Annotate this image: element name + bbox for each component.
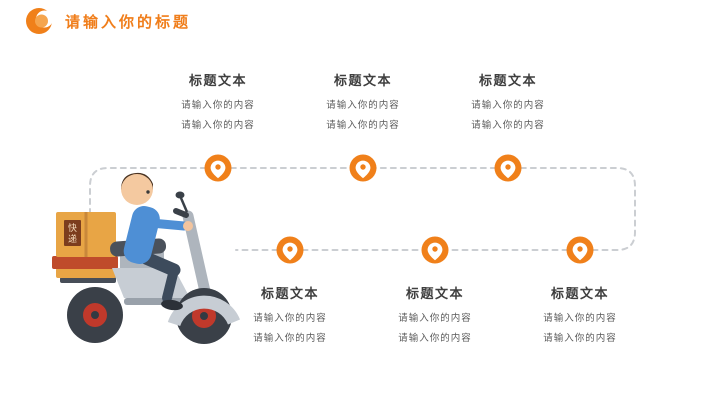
- rider-eye: [146, 190, 150, 194]
- info-item-title: 标题文本: [333, 73, 392, 88]
- rider-arm: [135, 217, 189, 231]
- scooter-front-wheel: [167, 288, 241, 344]
- box-label-char: 快: [68, 222, 77, 233]
- rider: [121, 172, 193, 311]
- info-item-bottom-3: 标题文本 请输入你的内容 请输入你的内容: [505, 283, 655, 349]
- package-boxes: 快 递: [52, 212, 118, 283]
- info-item-content: 请输入你的内容: [253, 313, 327, 324]
- logo-icon: [26, 8, 52, 34]
- info-item-content: 请输入你的内容: [326, 120, 400, 131]
- info-item-title: 标题文本: [188, 73, 247, 88]
- rider-shoe: [161, 299, 183, 311]
- info-item-content: 请输入你的内容: [543, 313, 617, 324]
- scooter-mirror: [175, 191, 185, 199]
- box-label: [64, 220, 81, 246]
- info-item-title: 标题文本: [260, 286, 319, 301]
- info-item-bottom-1: 标题文本 请输入你的内容 请输入你的内容: [215, 283, 365, 349]
- info-item-content: 请输入你的内容: [181, 100, 255, 111]
- box-label-char: 递: [68, 233, 77, 244]
- rider-thigh: [139, 251, 181, 277]
- front-fender: [167, 295, 241, 327]
- info-item-content: 请输入你的内容: [181, 120, 255, 131]
- scooter-handlebar: [173, 191, 189, 218]
- info-item-content: 请输入你的内容: [471, 100, 545, 111]
- info-item-top-2: 标题文本 请输入你的内容 请输入你的内容: [288, 70, 438, 136]
- info-item-content: 请输入你的内容: [543, 333, 617, 344]
- info-item-title: 标题文本: [405, 286, 464, 301]
- info-item-content: 请输入你的内容: [253, 333, 327, 344]
- info-item-title: 标题文本: [478, 73, 537, 88]
- info-item-content: 请输入你的内容: [326, 100, 400, 111]
- slide-title: 请输入你的标题: [65, 13, 192, 31]
- info-item-content: 请输入你的内容: [471, 120, 545, 131]
- slide-header: 请输入你的标题: [26, 8, 191, 34]
- rider-head: [121, 173, 153, 205]
- info-item-top-1: 标题文本 请输入你的内容 请输入你的内容: [143, 70, 293, 136]
- rider-hand: [183, 221, 193, 231]
- info-item-content: 请输入你的内容: [398, 313, 472, 324]
- info-item-bottom-2: 标题文本 请输入你的内容 请输入你的内容: [360, 283, 510, 349]
- info-item-top-3: 标题文本 请输入你的内容 请输入你的内容: [433, 70, 583, 136]
- rider-shin: [162, 265, 179, 303]
- info-item-title: 标题文本: [550, 286, 609, 301]
- scooter-rear-wheel: [67, 287, 123, 343]
- info-item-content: 请输入你的内容: [398, 333, 472, 344]
